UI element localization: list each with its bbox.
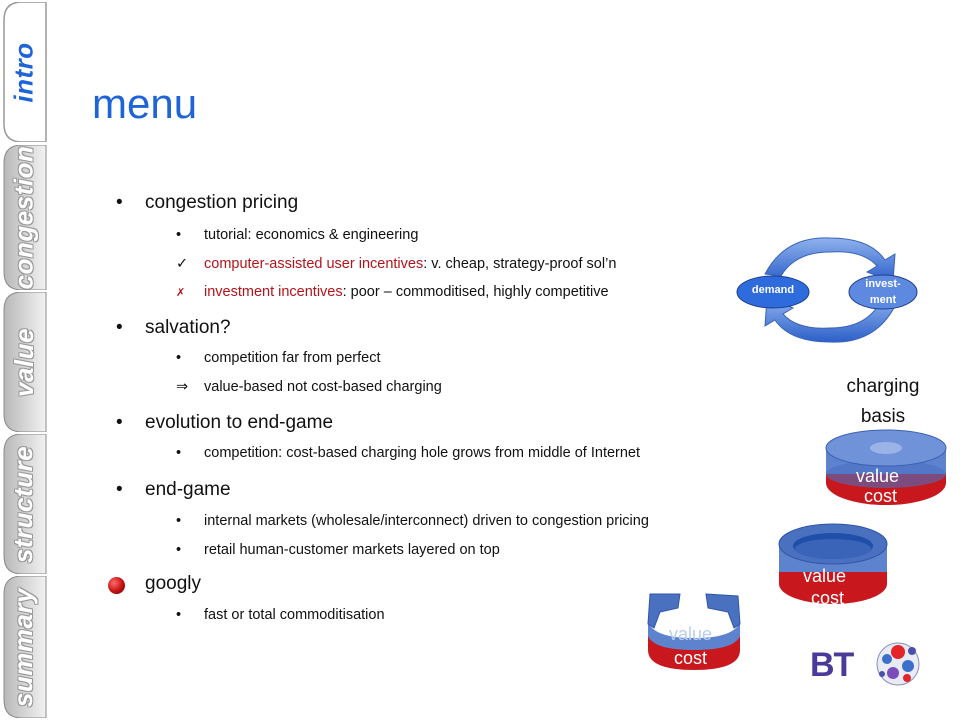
tab-value-label: value: [8, 327, 39, 397]
sub-bullet-text: internal markets (wholesale/interconnect…: [204, 513, 649, 529]
bt-piper-logo-icon: [876, 642, 920, 686]
sub-plain: tutorial: economics & engineering: [204, 227, 419, 243]
sub-bullet-text: tutorial: economics & engineering: [204, 227, 418, 243]
bullet-dot: •: [176, 542, 182, 558]
bullet-dot: •: [176, 350, 182, 366]
disk-cost-label: cost: [864, 486, 898, 506]
sub-bullet-text: computer-assisted user incentives: v. ch…: [204, 256, 616, 272]
side-tab-bar: intro congestion value structure summary: [0, 0, 50, 720]
tab-structure-shape: [3, 434, 47, 574]
tab-summary[interactable]: summary: [0, 576, 48, 718]
bullet-dot: •: [116, 192, 123, 213]
cycle-invest-text: invest-: [865, 278, 901, 290]
bullet-dot: •: [116, 412, 123, 433]
charging-basis-line1: charging: [846, 376, 920, 397]
checkmark-icon: ✓: [176, 256, 189, 272]
cycle-ment-text: ment: [869, 294, 897, 306]
sub-bullet-text: competition: cost-based charging hole gr…: [204, 445, 641, 461]
bullet-text: end-game: [145, 479, 231, 500]
disk-cost-label: cost: [811, 588, 845, 608]
sub-bullet-text: investment incentives: poor – commoditis…: [204, 284, 609, 300]
bt-logo: BT: [808, 640, 923, 703]
tab-summary-label: summary: [8, 587, 39, 707]
disk-full-graphic: [825, 429, 947, 505]
tab-congestion-shape: [3, 145, 47, 290]
disk-cost-label: cost: [674, 648, 708, 668]
sub-red: computer-assisted user incentives: [204, 256, 424, 272]
red-ball-bullet-icon: [108, 577, 125, 594]
bullet-dot: •: [176, 607, 182, 623]
tab-intro[interactable]: intro: [0, 2, 48, 142]
disk-broken-graphic: [647, 593, 741, 670]
bullet-dot: •: [116, 317, 123, 338]
cross-icon: ✗: [176, 287, 186, 299]
tab-structure[interactable]: structure: [0, 434, 48, 574]
sub-bullet-text: retail human-customer markets layered on…: [204, 542, 500, 558]
tab-congestion[interactable]: congestion: [0, 145, 48, 290]
bullet-dot: •: [176, 445, 182, 461]
page-title: menu: [92, 80, 198, 127]
disk-ring-graphic: [778, 523, 888, 604]
sub-red: investment incentives: [204, 284, 343, 300]
bullet-dot: •: [116, 479, 123, 500]
sub-plain: : v. cheap, strategy-proof sol’n: [423, 256, 617, 272]
sub-plain: : poor – commoditised, highly competitiv…: [342, 284, 609, 300]
sub-bullet-text: fast or total commoditisation: [204, 607, 385, 623]
charging-disk-broken: value cost: [644, 588, 744, 672]
tab-value-shape: [3, 292, 47, 432]
disk-value-label: value: [856, 466, 900, 486]
bullet-dot: •: [176, 513, 182, 529]
tab-intro-label: intro: [8, 41, 39, 103]
tab-intro-shape: [3, 2, 47, 142]
charging-basis-line2: basis: [860, 406, 906, 427]
sub-bullet-text: value-based not cost-based charging: [204, 379, 442, 395]
charging-disk-ring: value cost: [775, 522, 893, 612]
bullet-text: evolution to end-game: [145, 412, 334, 433]
implies-arrow-icon: ⇒: [176, 379, 189, 395]
charging-basis-label: charging basis: [823, 372, 943, 432]
bullet-text: congestion pricing: [145, 192, 299, 213]
charging-disk-full: value cost: [822, 428, 952, 518]
sub-bullet-text: competition far from perfect: [204, 350, 381, 366]
bullet-text: googly: [145, 573, 201, 594]
tab-summary-shape: [3, 576, 47, 718]
tab-structure-label: structure: [8, 445, 39, 563]
tab-congestion-label: congestion: [8, 145, 39, 290]
cycle-arrows-icon: [736, 237, 918, 343]
bt-logo-text: BT: [810, 646, 854, 684]
bullet-dot: •: [176, 227, 182, 243]
bullet-text: salvation?: [145, 317, 231, 338]
cycle-demand-label: demand: [751, 284, 795, 296]
tab-value[interactable]: value: [0, 292, 48, 432]
demand-investment-cycle: demand invest- ment: [735, 230, 925, 350]
cycle-investment-label: invest- ment: [849, 276, 917, 308]
disk-value-label: value: [803, 566, 847, 586]
disk-value-label: value: [669, 624, 713, 644]
